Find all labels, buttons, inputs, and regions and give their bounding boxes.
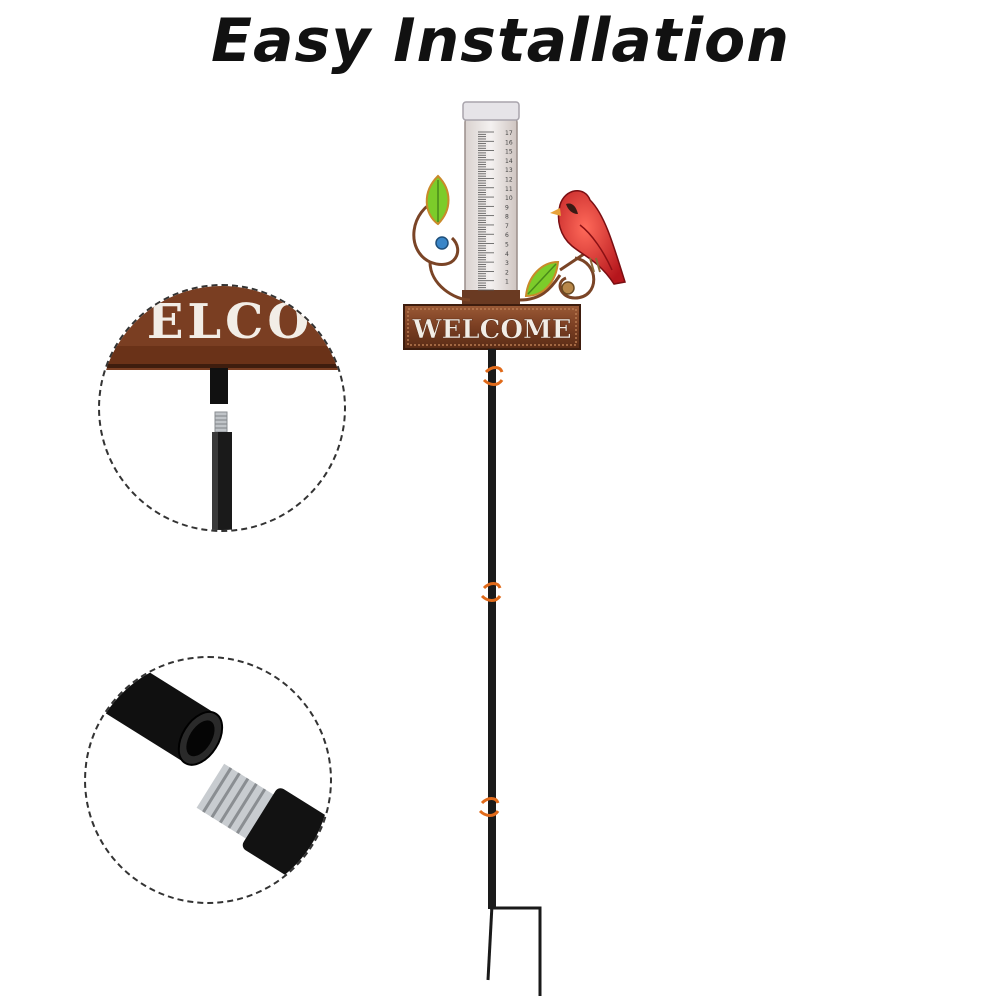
gauge-tick-label: 9 bbox=[505, 204, 509, 211]
sign-connection-closeup: ELCO bbox=[100, 286, 344, 530]
gauge-tick-label: 6 bbox=[505, 232, 509, 239]
cardinal-bird bbox=[550, 190, 626, 285]
stake-pole bbox=[486, 349, 542, 996]
gold-bead bbox=[561, 281, 575, 295]
gauge-tick-label: 15 bbox=[505, 149, 513, 156]
gauge-tick-label: 7 bbox=[505, 223, 509, 230]
pole-clip-3 bbox=[478, 797, 500, 817]
gauge-tick-label: 14 bbox=[505, 158, 513, 165]
rain-gauge-tube: 17 16 15 14 13 12 11 10 9 8 7 6 5 4 3 2 1 bbox=[462, 101, 520, 305]
pole-connector-closeup bbox=[86, 658, 330, 902]
copper-scroll-frame bbox=[412, 186, 596, 302]
leaf-right bbox=[524, 260, 560, 298]
gauge-tick-label: 1 bbox=[505, 279, 509, 286]
gauge-tick-label: 5 bbox=[505, 242, 509, 249]
pole-clip-1 bbox=[482, 366, 504, 386]
blue-bead bbox=[435, 236, 449, 250]
gauge-tick-label: 8 bbox=[505, 214, 509, 221]
gauge-tick-label: 4 bbox=[505, 251, 509, 258]
gauge-tick-label: 11 bbox=[505, 186, 513, 193]
pole-clip-2 bbox=[480, 582, 502, 602]
gauge-tick-label: 13 bbox=[505, 167, 513, 174]
gauge-tick-label: 16 bbox=[505, 139, 513, 146]
gauge-tick-label: 17 bbox=[505, 130, 513, 137]
detail-circle-pole-connector bbox=[84, 656, 332, 904]
detail-circle-sign-connection: ELCO bbox=[98, 284, 346, 532]
headline-easy-installation: Easy Installation bbox=[211, 6, 790, 76]
gauge-tick-label: 2 bbox=[505, 269, 509, 276]
closeup-sign-letters: ELCO bbox=[147, 294, 313, 350]
leaf-left bbox=[425, 174, 450, 226]
gauge-scale: 17 16 15 14 13 12 11 10 9 8 7 6 5 4 3 2 1 bbox=[478, 130, 513, 291]
sign-text: WELCOME bbox=[411, 315, 571, 345]
gauge-tick-label: 10 bbox=[505, 195, 513, 202]
gauge-tick-label: 3 bbox=[505, 260, 509, 267]
gauge-tick-label: 12 bbox=[505, 176, 513, 183]
